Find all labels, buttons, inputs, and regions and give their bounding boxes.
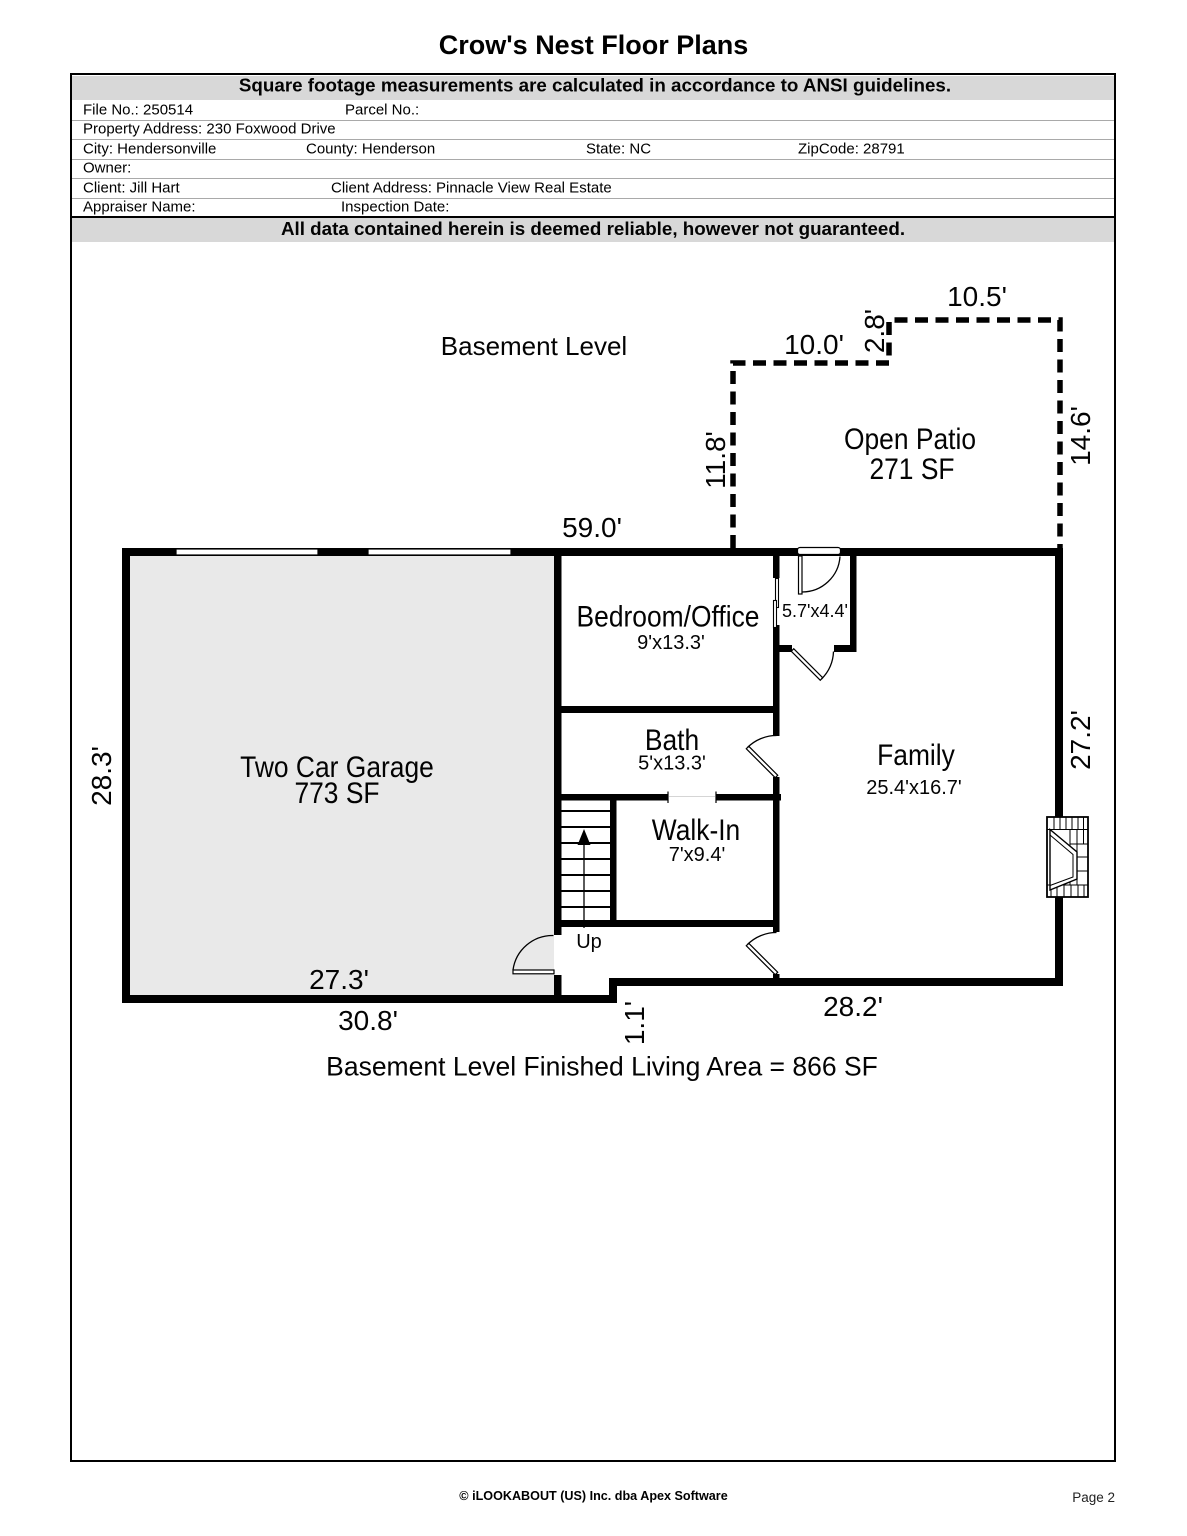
svg-text:271 SF: 271 SF bbox=[869, 451, 954, 485]
svg-text:7'x9.4': 7'x9.4' bbox=[669, 844, 726, 866]
svg-text:Open Patio: Open Patio bbox=[844, 421, 976, 455]
svg-text:1.1': 1.1' bbox=[619, 1001, 650, 1045]
svg-text:2.8': 2.8' bbox=[859, 309, 890, 353]
svg-text:10.5': 10.5' bbox=[947, 281, 1007, 312]
svg-text:9'x13.3': 9'x13.3' bbox=[637, 632, 705, 654]
svg-text:14.6': 14.6' bbox=[1065, 406, 1096, 466]
svg-text:Basement Level Finished Living: Basement Level Finished Living Area = 86… bbox=[326, 1052, 878, 1082]
svg-text:59.0': 59.0' bbox=[562, 512, 622, 543]
svg-text:Family: Family bbox=[877, 737, 956, 771]
svg-text:28.2': 28.2' bbox=[823, 991, 883, 1022]
svg-text:All data contained herein is d: All data contained herein is deemed reli… bbox=[281, 218, 905, 239]
svg-text:5.7'x4.4': 5.7'x4.4' bbox=[782, 601, 848, 621]
svg-text:Bedroom/Office: Bedroom/Office bbox=[577, 599, 760, 633]
svg-text:30.8': 30.8' bbox=[338, 1005, 398, 1036]
svg-text:Up: Up bbox=[576, 931, 602, 953]
svg-text:27.3': 27.3' bbox=[309, 964, 369, 995]
svg-text:Walk-In: Walk-In bbox=[652, 812, 740, 846]
svg-text:27.2': 27.2' bbox=[1065, 710, 1096, 770]
svg-text:Bath: Bath bbox=[645, 722, 699, 756]
svg-text:773 SF: 773 SF bbox=[294, 775, 379, 809]
svg-text:Square footage measurements ar: Square footage measurements are calculat… bbox=[239, 74, 951, 95]
svg-text:5'x13.3': 5'x13.3' bbox=[638, 753, 706, 775]
svg-text:11.8': 11.8' bbox=[700, 431, 731, 489]
svg-text:Basement Level: Basement Level bbox=[441, 331, 627, 361]
svg-text:Two Car Garage: Two Car Garage bbox=[240, 749, 434, 783]
svg-text:25.4'x16.7': 25.4'x16.7' bbox=[866, 777, 962, 799]
svg-text:28.3': 28.3' bbox=[86, 746, 117, 806]
svg-text:10.0': 10.0' bbox=[784, 329, 844, 360]
